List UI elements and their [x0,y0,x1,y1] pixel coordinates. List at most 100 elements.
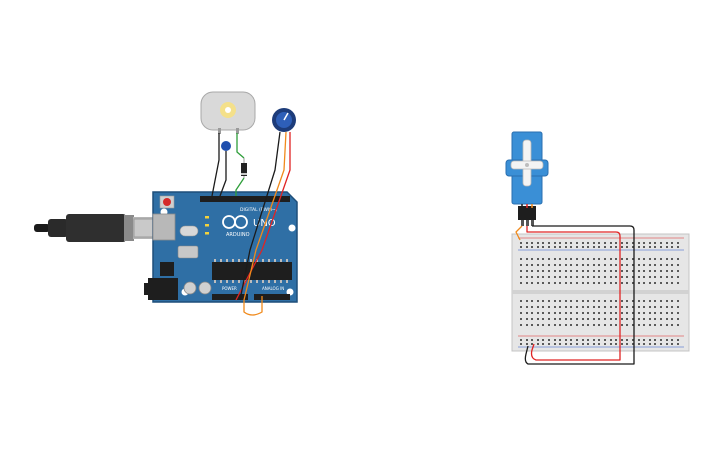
breadboard-hole[interactable] [548,264,550,266]
breadboard-hole[interactable] [537,343,539,345]
breadboard-hole[interactable] [520,324,522,326]
breadboard-hole[interactable] [654,343,656,345]
breadboard-hole[interactable] [565,282,567,284]
breadboard-hole[interactable] [654,246,656,248]
breadboard-hole[interactable] [548,276,550,278]
breadboard-hole[interactable] [587,246,589,248]
breadboard-hole[interactable] [632,282,634,284]
breadboard-hole[interactable] [565,270,567,272]
breadboard-hole[interactable] [576,270,578,272]
breadboard-hole[interactable] [598,324,600,326]
breadboard-hole[interactable] [565,300,567,302]
breadboard-hole[interactable] [626,246,628,248]
breadboard-hole[interactable] [598,339,600,341]
breadboard-hole[interactable] [598,343,600,345]
breadboard-hole[interactable] [621,312,623,314]
breadboard-hole[interactable] [626,270,628,272]
breadboard-hole[interactable] [615,258,617,260]
breadboard-hole[interactable] [587,270,589,272]
breadboard-hole[interactable] [593,246,595,248]
breadboard-hole[interactable] [610,246,612,248]
breadboard-hole[interactable] [626,282,628,284]
breadboard-hole[interactable] [570,343,572,345]
breadboard-hole[interactable] [671,300,673,302]
breadboard-hole[interactable] [542,343,544,345]
breadboard-hole[interactable] [520,264,522,266]
breadboard-hole[interactable] [621,270,623,272]
breadboard-hole[interactable] [593,270,595,272]
breadboard-hole[interactable] [649,242,651,244]
breadboard-hole[interactable] [632,343,634,345]
breadboard-hole[interactable] [671,343,673,345]
breadboard-hole[interactable] [626,242,628,244]
breadboard-hole[interactable] [559,242,561,244]
breadboard-hole[interactable] [570,282,572,284]
breadboard-hole[interactable] [649,282,651,284]
breadboard-hole[interactable] [593,258,595,260]
breadboard-hole[interactable] [576,324,578,326]
breadboard-hole[interactable] [526,264,528,266]
breadboard-hole[interactable] [666,276,668,278]
breadboard-hole[interactable] [632,264,634,266]
breadboard-hole[interactable] [654,306,656,308]
breadboard-hole[interactable] [537,246,539,248]
breadboard-hole[interactable] [671,264,673,266]
breadboard-hole[interactable] [582,258,584,260]
breadboard-hole[interactable] [582,270,584,272]
breadboard-hole[interactable] [542,318,544,320]
breadboard-hole[interactable] [632,270,634,272]
breadboard-hole[interactable] [643,276,645,278]
breadboard-hole[interactable] [649,343,651,345]
breadboard-hole[interactable] [660,318,662,320]
breadboard-hole[interactable] [654,258,656,260]
breadboard-hole[interactable] [559,318,561,320]
breadboard-hole[interactable] [632,246,634,248]
breadboard-hole[interactable] [615,312,617,314]
breadboard-hole[interactable] [520,306,522,308]
breadboard-hole[interactable] [654,282,656,284]
breadboard-hole[interactable] [531,324,533,326]
breadboard-hole[interactable] [526,324,528,326]
breadboard-hole[interactable] [643,324,645,326]
breadboard-hole[interactable] [520,276,522,278]
wire-red-servo[interactable] [526,226,621,361]
breadboard-hole[interactable] [604,300,606,302]
breadboard-hole[interactable] [554,276,556,278]
breadboard-hole[interactable] [548,324,550,326]
breadboard-hole[interactable] [660,282,662,284]
breadboard-hole[interactable] [615,300,617,302]
breadboard-hole[interactable] [537,324,539,326]
breadboard-hole[interactable] [654,339,656,341]
breadboard-hole[interactable] [559,343,561,345]
breadboard-hole[interactable] [654,318,656,320]
breadboard-hole[interactable] [610,264,612,266]
breadboard-hole[interactable] [598,282,600,284]
breadboard-hole[interactable] [626,318,628,320]
breadboard-hole[interactable] [621,324,623,326]
breadboard-hole[interactable] [559,312,561,314]
breadboard-hole[interactable] [649,246,651,248]
breadboard-hole[interactable] [666,339,668,341]
breadboard-hole[interactable] [593,264,595,266]
breadboard-hole[interactable] [610,339,612,341]
breadboard-hole[interactable] [621,343,623,345]
breadboard-hole[interactable] [587,258,589,260]
breadboard-hole[interactable] [542,264,544,266]
breadboard-hole[interactable] [643,246,645,248]
breadboard-hole[interactable] [593,324,595,326]
breadboard-hole[interactable] [632,242,634,244]
breadboard-hole[interactable] [587,276,589,278]
breadboard-hole[interactable] [604,246,606,248]
breadboard-hole[interactable] [526,318,528,320]
micro-servo-icon[interactable] [505,131,549,226]
breadboard-hole[interactable] [649,318,651,320]
breadboard-hole[interactable] [666,324,668,326]
breadboard-hole[interactable] [537,318,539,320]
breadboard-hole[interactable] [598,270,600,272]
breadboard-hole[interactable] [576,276,578,278]
breadboard-hole[interactable] [554,282,556,284]
breadboard-hole[interactable] [559,324,561,326]
breadboard-hole[interactable] [526,300,528,302]
breadboard-hole[interactable] [570,258,572,260]
breadboard-hole[interactable] [654,242,656,244]
